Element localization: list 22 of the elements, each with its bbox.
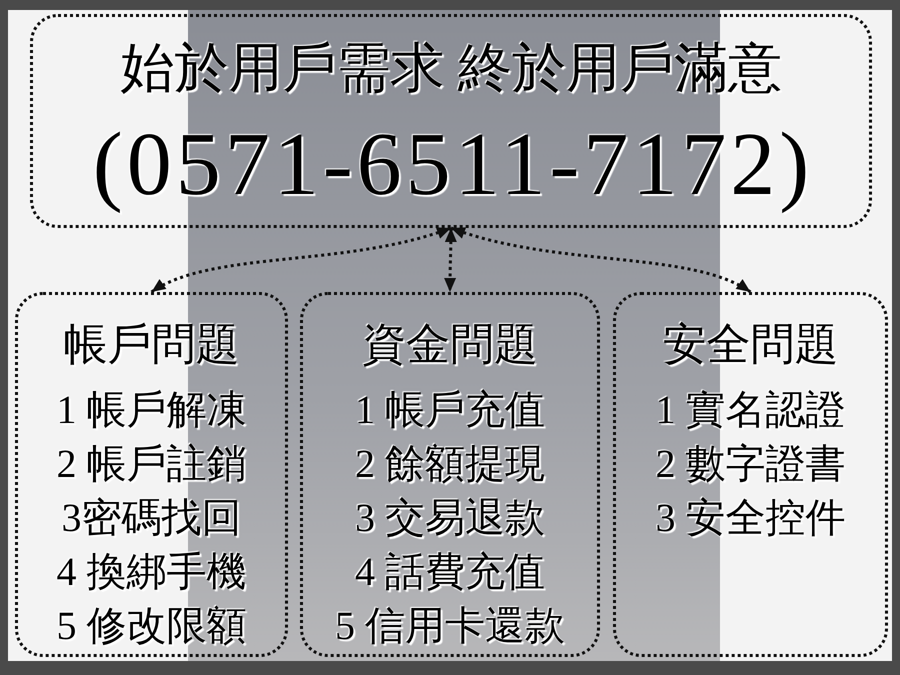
list-item: 1 帳戶解凍 (56, 386, 246, 434)
list-item: 4 換綁手機 (56, 548, 246, 596)
list-item: 3 安全控件 (656, 494, 846, 542)
list-item: 1 帳戶充值 (355, 386, 545, 434)
list-item: 5 修改限額 (56, 602, 246, 650)
list-item: 3密碼找回 (62, 494, 242, 542)
section-heading: 帳戶問題 (64, 319, 240, 371)
dotted-rounded-box (613, 292, 888, 657)
list-item: 1 實名認證 (656, 386, 846, 434)
list-item: 3 交易退款 (355, 494, 545, 542)
section-heading: 資金問題 (362, 319, 538, 371)
dotted-arrow (450, 226, 752, 294)
section-heading: 安全問題 (662, 319, 838, 371)
list-item: 4 話費充值 (355, 548, 545, 596)
dotted-arrow (150, 226, 452, 294)
list-item: 2 數字證書 (656, 440, 846, 488)
list-item: 2 餘額提現 (355, 440, 545, 488)
dotted-rounded-box (300, 292, 600, 657)
list-item: 5 信用卡還款 (335, 602, 565, 650)
list-item: 2 帳戶註銷 (56, 440, 246, 488)
dotted-rounded-box (15, 292, 288, 657)
dotted-arrow (444, 228, 457, 292)
